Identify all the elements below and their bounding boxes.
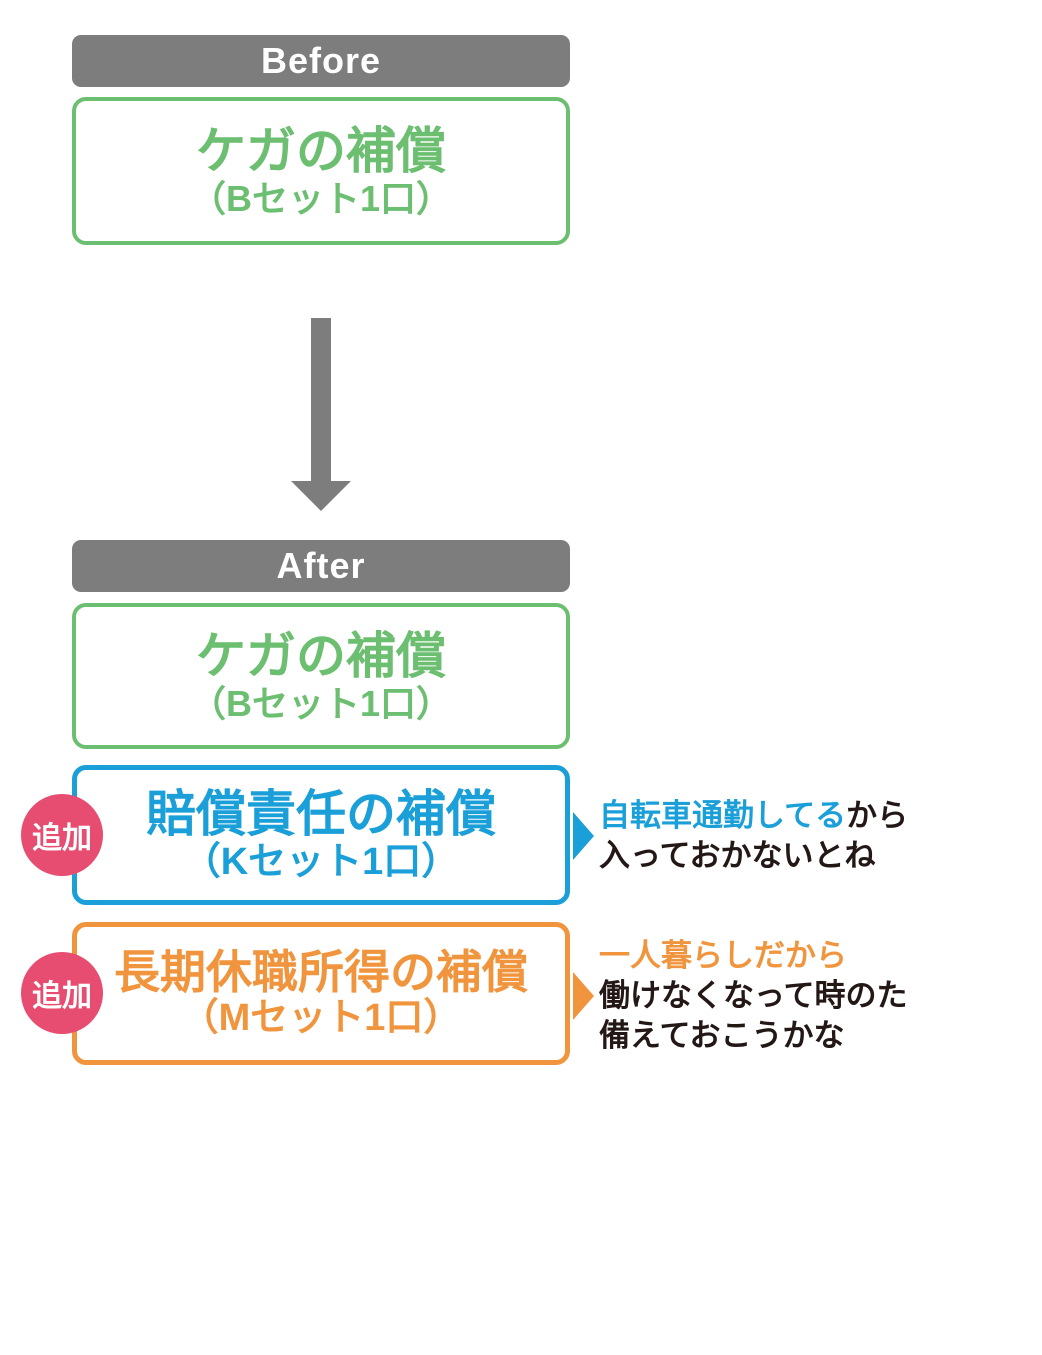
after-header: After [72,540,570,592]
added-badge-liability: 追加 [21,794,103,876]
before-header: Before [72,35,570,87]
plan-title: ケガの補償 [196,123,446,180]
plan-title: 賠償責任の補償 [146,786,496,843]
note-line: 備えておこうかな [599,1018,845,1053]
after-plan-box-income: 長期休職所得の補償 （Mセット1口） [72,922,570,1065]
note-line: 働けなくなって時のた [599,978,908,1013]
down-arrow-icon [291,318,351,511]
before-header-label: Before [260,40,382,81]
note-line: 自転車通勤してるから [599,796,908,836]
after-plan-box-liability: 賠償責任の補償 （Kセット1口） [72,765,570,905]
plan-title: 長期休職所得の補償 [114,945,528,998]
note-highlight: 自転車通勤してる [599,798,847,833]
plan-subtitle: （Mセット1口） [180,997,462,1040]
note-highlight: 一人暮らしだから [599,938,847,973]
before-plan-box-injury: ケガの補償 （Bセット1口） [72,97,570,245]
plan-subtitle: （Bセット1口） [189,178,453,220]
plan-subtitle: （Bセット1口） [189,683,453,725]
added-badge-label: 追加 [32,822,92,855]
right-arrow-icon-income [573,972,594,1020]
note-line: 入っておかないとね [599,838,876,873]
right-arrow-icon-liability [573,812,594,860]
after-plan-box-injury: ケガの補償 （Bセット1口） [72,603,570,749]
plan-title: ケガの補償 [196,628,446,685]
plan-subtitle: （Kセット1口） [182,841,460,884]
note-liability: 自転車通勤してるから 入っておかないとね [599,796,908,876]
note-rest: から [846,798,909,833]
after-header-label: After [276,545,366,586]
added-badge-label: 追加 [32,980,92,1013]
added-badge-income: 追加 [21,952,103,1034]
note-income: 一人暮らしだから 働けなくなって時のた 備えておこうかな [599,936,907,1056]
